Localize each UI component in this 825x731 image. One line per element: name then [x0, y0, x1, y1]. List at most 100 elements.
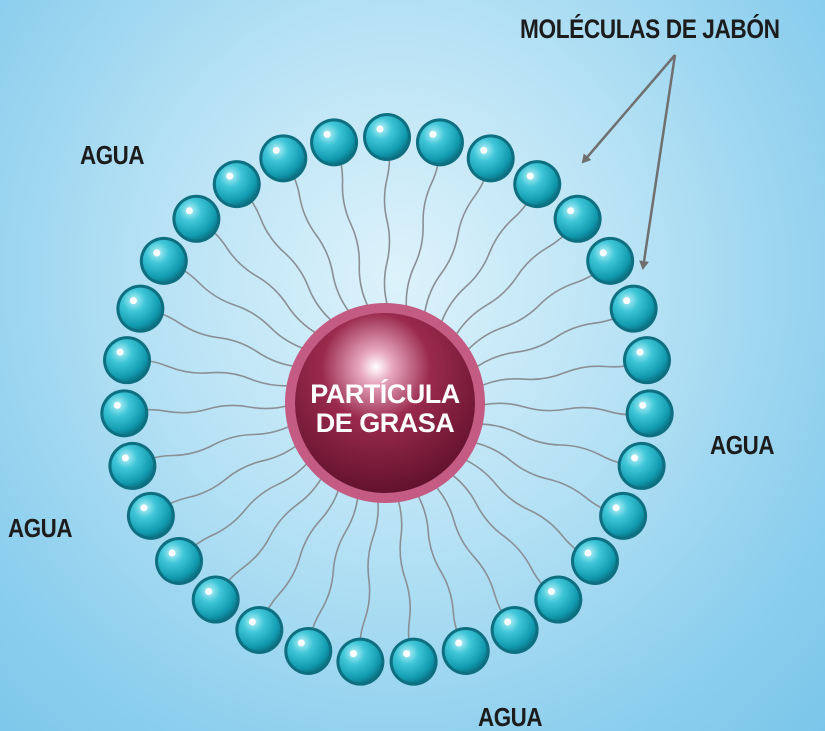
soap-molecule-head	[617, 441, 666, 490]
soap-molecule-highlight	[403, 650, 411, 658]
soap-molecule-head-ball	[103, 392, 146, 435]
soap-molecule-head	[609, 284, 658, 333]
soap-molecule-tail	[441, 183, 538, 322]
grease-particle-core	[295, 313, 475, 493]
soap-molecule-head-ball	[469, 137, 512, 180]
soap-molecule-highlight	[205, 588, 213, 596]
soap-molecule-tail	[132, 423, 295, 467]
soap-molecule-tail	[482, 402, 650, 416]
soap-molecule-highlight	[185, 207, 193, 215]
soap-molecules-label: MOLÉCULAS DE JABÓN	[520, 14, 780, 44]
soap-molecule-tail	[236, 183, 333, 322]
grease-particle	[285, 303, 485, 503]
soap-molecule-highlight	[639, 401, 647, 409]
soap-molecule-head-ball	[620, 444, 663, 487]
soap-molecule-tail	[395, 495, 415, 662]
soap-molecule-tail	[282, 157, 350, 313]
soap-molecule-tail	[163, 260, 306, 350]
soap-molecule-highlight	[504, 618, 512, 626]
soap-molecule-tail	[415, 491, 467, 652]
soap-molecule-tail	[383, 136, 391, 305]
soap-molecule-head	[126, 491, 175, 540]
soap-molecule-head	[622, 336, 671, 385]
soap-molecule-tail	[481, 359, 648, 387]
soap-molecule-head-ball	[287, 629, 330, 672]
soap-molecule-tail	[449, 472, 559, 601]
soap-molecule-highlight	[297, 639, 305, 647]
soap-molecule-tail	[214, 472, 326, 600]
grease-label-line-2: DE GRASA	[315, 408, 455, 438]
soap-molecule-head	[139, 236, 188, 285]
soap-molecule-head	[336, 637, 385, 686]
soap-molecule-tail	[455, 218, 579, 335]
soap-molecule-head-ball	[537, 578, 580, 621]
soap-molecule-head-ball	[313, 121, 356, 164]
soap-molecule-head-ball	[215, 163, 258, 206]
soap-molecule-highlight	[599, 249, 607, 257]
soap-molecule-head-ball	[129, 494, 172, 537]
soap-molecule-highlight	[623, 297, 631, 305]
soap-molecule-head-ball	[589, 239, 632, 282]
soap-molecule-tail	[433, 483, 516, 631]
soap-molecule-highlight	[636, 348, 644, 356]
soap-molecule-highlight	[140, 504, 148, 512]
soap-molecule-tail	[467, 260, 611, 350]
soap-molecule-head-ball	[392, 640, 435, 683]
soap-molecule-highlight	[631, 454, 639, 462]
soap-molecule-head	[172, 194, 221, 243]
soap-molecule-head-ball	[493, 608, 536, 651]
soap-molecule-tail	[333, 142, 369, 307]
soap-molecule-highlight	[113, 401, 121, 409]
soap-molecule-tail	[479, 423, 642, 467]
soap-molecule-tail	[195, 218, 318, 335]
soap-molecule-highlight	[226, 172, 234, 180]
soap-molecule-tail	[124, 404, 292, 415]
soap-molecule-tail	[150, 441, 302, 517]
soap-molecule-highlight	[612, 504, 620, 512]
soap-molecule-head-ball	[142, 239, 185, 282]
soap-molecule-head-ball	[366, 116, 408, 158]
soap-molecule-head-ball	[556, 197, 599, 240]
soap-molecule-highlight	[429, 130, 437, 138]
soap-molecule-highlight	[153, 249, 161, 257]
soap-molecule-head	[553, 194, 602, 243]
soap-molecule-head	[389, 637, 438, 686]
soap-molecule-head-ball	[119, 287, 162, 330]
soap-molecule-head	[466, 134, 515, 183]
soap-molecule-head-ball	[158, 539, 201, 582]
soap-molecule-highlight	[526, 172, 534, 180]
water-label-bottom: AGUA	[478, 702, 543, 731]
soap-molecule-head	[570, 536, 619, 585]
soap-molecule-head-ball	[106, 339, 149, 382]
soap-molecule-tail	[473, 441, 624, 517]
soap-molecule-head	[116, 284, 165, 333]
grease-label-line-1: PARTÍCULA	[310, 379, 460, 409]
arrow-to-molecule-2	[639, 54, 677, 270]
soap-molecule-head	[310, 118, 359, 167]
soap-molecule-tail	[140, 307, 298, 368]
water-label-top-left: AGUA	[80, 140, 145, 170]
soap-molecule-tail	[462, 458, 596, 562]
soap-molecule-head	[599, 491, 648, 540]
soap-molecule-head-ball	[602, 494, 645, 537]
soap-molecule-head	[155, 536, 204, 585]
soap-molecule-head-ball	[194, 578, 237, 621]
soap-molecule-head	[513, 160, 562, 209]
soap-molecule-tail	[126, 359, 293, 387]
soap-molecule-head-ball	[612, 287, 655, 330]
soap-molecule-highlight	[480, 146, 488, 154]
soap-molecule-head-ball	[573, 539, 616, 582]
grease-particle-label: PARTÍCULA DE GRASA	[290, 380, 480, 438]
soap-molecule-head-ball	[516, 163, 559, 206]
soap-molecule-head	[212, 160, 261, 209]
soap-molecule-tail	[424, 158, 492, 312]
soap-molecule-tail	[476, 308, 635, 368]
soap-molecule-highlight	[567, 207, 575, 215]
soap-molecule-tail	[358, 495, 379, 662]
soap-molecule-highlight	[455, 639, 463, 647]
soap-molecule-head	[284, 626, 333, 675]
soap-molecule-head	[191, 575, 240, 624]
soap-molecule-highlight	[349, 650, 357, 658]
soap-molecule-highlight	[272, 146, 280, 154]
